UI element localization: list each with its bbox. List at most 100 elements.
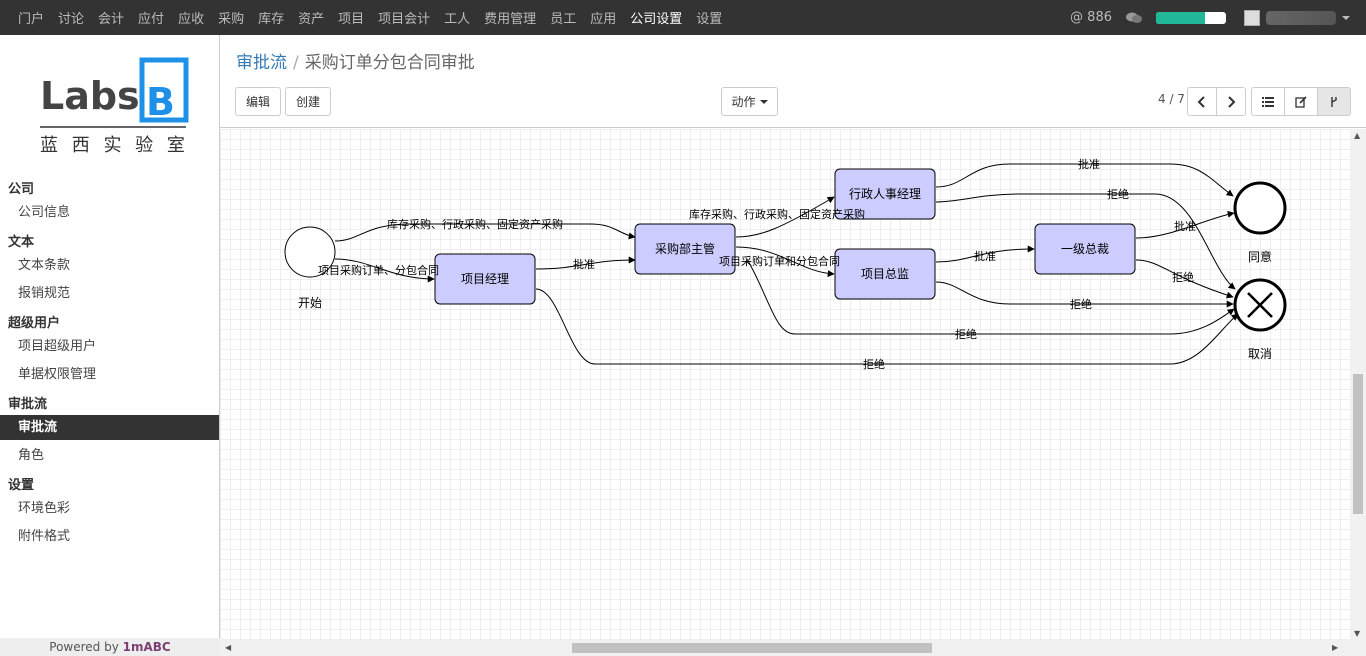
top-menu-item[interactable]: 项目会计	[378, 12, 431, 27]
progress-fill	[1156, 11, 1205, 24]
edge-label: 库存采购、行政采购、固定资产采购	[689, 207, 865, 221]
svg-text:采购部主管: 采购部主管	[655, 241, 715, 256]
horizontal-scroll-thumb[interactable]	[572, 643, 932, 653]
sidebar-item[interactable]: 单据权限管理	[18, 367, 97, 382]
horizontal-scrollbar[interactable]: ◀ ▶	[220, 640, 1366, 656]
edit-icon	[1295, 95, 1307, 108]
svg-text:Labs: Labs	[40, 74, 140, 118]
company-logo: Labs B 蓝 西 实 验 室	[40, 57, 189, 156]
edge-label: 库存采购、行政采购、固定资产采购	[387, 217, 563, 231]
node-project-manager	[434, 253, 536, 305]
chat-icon[interactable]	[1126, 12, 1142, 24]
edge-purchase-cancel	[746, 258, 1235, 335]
svg-text:取消: 取消	[1248, 347, 1272, 361]
workflow-diagram: 开始 项目经理 采购部主管 行政人事经理 项目总监 一级总裁 同意 取消 库存采…	[284, 157, 1287, 371]
next-page-button[interactable]	[1216, 87, 1246, 116]
edge-label: 批准	[974, 249, 996, 263]
sidebar-item[interactable]: 公司信息	[18, 205, 71, 220]
edge-label: 批准	[573, 257, 595, 271]
start-node	[284, 226, 336, 278]
sidebar-item[interactable]: 环境色彩	[18, 501, 71, 516]
chevron-down-icon[interactable]	[1342, 15, 1350, 20]
sidebar-item[interactable]: 项目超级用户	[18, 339, 97, 354]
caret-down-icon	[759, 99, 768, 104]
top-menu-item[interactable]: 讨论	[58, 12, 85, 27]
top-menu-item[interactable]: 会计	[98, 12, 125, 27]
edge-label: 批准	[1078, 157, 1100, 171]
vertical-scrollbar[interactable]: ▲ ▼	[1350, 129, 1366, 640]
form-view-button[interactable]	[1284, 87, 1318, 116]
top-menu-item[interactable]: 门户	[18, 12, 45, 27]
sidebar-group-title: 审批流	[8, 397, 48, 412]
user-name-blurred[interactable]	[1266, 10, 1336, 25]
svg-text:B: B	[146, 80, 175, 124]
top-menu-item[interactable]: 资产	[298, 12, 325, 27]
breadcrumb-link[interactable]: 审批流	[236, 53, 287, 73]
top-menu-item[interactable]: 应用	[590, 12, 617, 27]
svg-text:蓝 西 实 验 室: 蓝 西 实 验 室	[40, 135, 189, 156]
edge-label: 项目采购订单和分包合同	[719, 254, 840, 268]
edge-admin-cancel	[935, 193, 1236, 290]
scroll-up-icon: ▲	[1354, 131, 1361, 140]
list-icon	[1262, 96, 1274, 107]
edge-start-purchase	[334, 223, 636, 242]
control-panel: 审批流/采购订单分包合同审批 编辑 创建 动作 4 / 7	[220, 35, 1366, 128]
sidebar-item[interactable]: 审批流	[0, 415, 219, 440]
edge-start-pm	[334, 258, 435, 283]
sidebar-item[interactable]: 文本条款	[18, 258, 71, 273]
sidebar-item[interactable]: 报销规范	[18, 286, 71, 301]
top-menu-item[interactable]: 应收	[178, 12, 205, 27]
avatar[interactable]	[1244, 9, 1260, 26]
progress-bar	[1156, 11, 1226, 24]
scroll-down-icon: ▼	[1354, 629, 1361, 638]
svg-text:行政人事经理: 行政人事经理	[849, 187, 921, 201]
sidebar: Labs B 蓝 西 实 验 室 公司公司信息文本文本条款报销规范超级用户项目超…	[0, 35, 220, 656]
edge-pm-purchase	[535, 256, 636, 270]
edge-label: 拒绝	[863, 357, 885, 371]
top-navbar: 门户讨论会计应付应收采购库存资产项目项目会计工人费用管理员工应用公司设置设置 @…	[0, 0, 1366, 35]
top-menu-item[interactable]: 员工	[550, 12, 577, 27]
create-button[interactable]: 创建	[285, 87, 331, 116]
chevron-left-icon	[1197, 95, 1205, 108]
svg-text:开始: 开始	[298, 296, 322, 310]
sidebar-group-title: 文本	[8, 235, 35, 250]
svg-text:项目总监: 项目总监	[861, 267, 909, 281]
edge-admin-agree	[935, 163, 1234, 197]
diagram-view-button[interactable]	[1317, 87, 1351, 116]
sidebar-item[interactable]: 角色	[18, 448, 45, 463]
vertical-scroll-thumb[interactable]	[1353, 374, 1363, 514]
top-menu-item[interactable]: 工人	[444, 12, 471, 27]
list-view-button[interactable]	[1251, 87, 1285, 116]
scroll-left-icon: ◀	[225, 643, 232, 652]
mentions-counter[interactable]: @ 886	[1070, 10, 1112, 25]
top-menu-item[interactable]: 库存	[258, 12, 285, 27]
breadcrumb: 审批流/采购订单分包合同审批	[236, 53, 475, 73]
node-general-manager	[1034, 223, 1136, 275]
workflow-canvas[interactable]: 开始 项目经理 采购部主管 行政人事经理 项目总监 一级总裁 同意 取消 库存采…	[220, 129, 1350, 640]
diagram-icon	[1331, 96, 1337, 107]
edge-label: 拒绝	[1107, 187, 1129, 201]
svg-text:同意: 同意	[1248, 249, 1272, 264]
top-menu-item[interactable]: 应付	[138, 12, 165, 27]
top-menu-item[interactable]: 设置	[696, 12, 723, 27]
top-menu-item[interactable]: 费用管理	[484, 12, 537, 27]
powered-brand: 1mABC	[122, 640, 171, 654]
scroll-right-icon: ▶	[1332, 643, 1339, 652]
svg-text:一级总裁: 一级总裁	[1061, 242, 1109, 256]
breadcrumb-current: 采购订单分包合同审批	[304, 53, 475, 73]
top-menu-item[interactable]: 公司设置	[630, 12, 683, 27]
agree-node	[1233, 181, 1287, 235]
powered-by: Powered by 1mABC	[0, 638, 220, 656]
top-menu-item[interactable]: 采购	[218, 12, 245, 27]
action-dropdown[interactable]: 动作	[721, 87, 778, 116]
sidebar-group-title: 设置	[8, 478, 35, 493]
prev-page-button[interactable]	[1187, 87, 1217, 116]
edit-button[interactable]: 编辑	[235, 87, 281, 116]
sidebar-item[interactable]: 附件格式	[18, 529, 71, 544]
sidebar-group-title: 公司	[8, 182, 35, 197]
edge-gm-agree	[1135, 210, 1235, 239]
top-menu-item[interactable]: 项目	[338, 12, 365, 27]
sidebar-group-title: 超级用户	[8, 316, 61, 331]
edge-gm-cancel	[1135, 259, 1234, 299]
close-icon	[1247, 292, 1273, 318]
